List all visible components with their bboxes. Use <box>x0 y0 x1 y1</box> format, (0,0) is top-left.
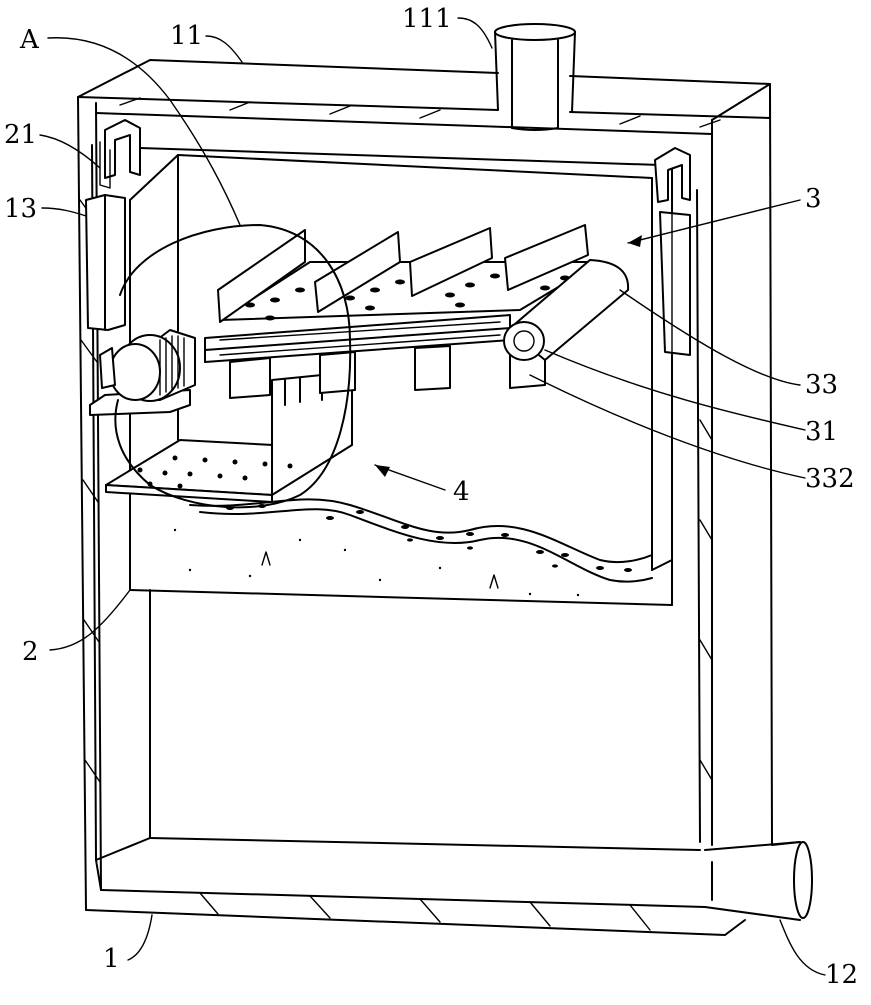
label-11: 11 <box>170 21 203 51</box>
label-3: 3 <box>805 184 822 214</box>
label-2: 2 <box>22 637 39 667</box>
label-33: 33 <box>805 370 838 400</box>
label-31: 31 <box>805 417 838 447</box>
holder-tray <box>105 371 353 503</box>
label-1: 1 <box>103 944 120 974</box>
label-12: 12 <box>825 960 858 990</box>
drain-pipe <box>704 841 813 921</box>
hanging-hook-left <box>99 119 141 189</box>
label-13: 13 <box>4 194 37 224</box>
motor <box>89 329 196 416</box>
label-332: 332 <box>805 464 855 494</box>
conveyor-assembly <box>204 224 630 399</box>
label-A: A <box>19 25 40 55</box>
label-21: 21 <box>4 120 37 150</box>
side-plate <box>85 194 691 356</box>
detail-circle-a <box>114 224 352 509</box>
label-111: 111 <box>402 4 452 34</box>
hanging-hook-right <box>654 147 691 203</box>
leader-lines <box>39 17 826 976</box>
label-4: 4 <box>453 477 470 507</box>
callout-labels: A 11 111 21 13 3 33 31 332 4 2 1 12 <box>4 4 858 990</box>
inner-basket <box>129 147 673 606</box>
tank-housing <box>77 23 773 936</box>
